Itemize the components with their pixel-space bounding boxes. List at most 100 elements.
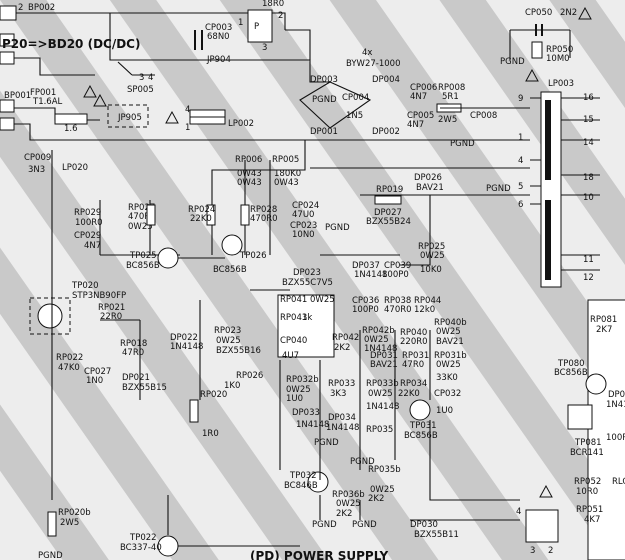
svg-text:TP022: TP022 [129, 533, 157, 543]
transformer-lp003: LP003 9 1 4 5 6 16 15 14 18 10 11 12 PGN… [486, 79, 600, 288]
svg-text:0W25: 0W25 [336, 499, 361, 509]
svg-text:100P0: 100P0 [352, 305, 379, 315]
svg-text:1N4148: 1N4148 [170, 342, 203, 352]
dp040-rp040: RP040 220R0 RP040b 0W25 BAV21 [400, 318, 467, 347]
rp027: RP027 470R0 0W25 [128, 203, 156, 232]
svg-text:1U0: 1U0 [436, 406, 453, 416]
svg-text:CP006: CP006 [410, 83, 437, 93]
rp026: RP020 1R0 [189, 390, 227, 439]
svg-text:4K7: 4K7 [584, 515, 600, 525]
svg-text:RP018: RP018 [120, 339, 147, 349]
svg-text:2W5: 2W5 [60, 518, 79, 528]
svg-text:100P0: 100P0 [382, 270, 409, 280]
cap-group-mid: CP006 4N7 CP005 4N7 RP008 5R1 2W5 CP008 … [407, 83, 497, 149]
svg-text:RP036b: RP036b [332, 490, 365, 500]
svg-text:11: 11 [583, 255, 594, 265]
svg-text:RP034: RP034 [400, 379, 427, 389]
svg-text:0W25: 0W25 [128, 222, 153, 232]
svg-text:RP081: RP081 [590, 315, 617, 325]
rp024: RP024 22K0 [188, 204, 216, 226]
svg-text:5: 5 [518, 182, 523, 192]
svg-text:1k: 1k [302, 313, 312, 323]
svg-text:3K3: 3K3 [330, 389, 346, 399]
svg-text:JP904: JP904 [206, 55, 231, 65]
rp029-cp029: RP029 100R0 CP029 4N7 [74, 208, 103, 251]
svg-text:STP3NB90FP: STP3NB90FP [72, 291, 126, 301]
svg-text:2W5: 2W5 [438, 115, 457, 125]
svg-text:3: 3 [139, 73, 144, 83]
svg-text:100R0: 100R0 [75, 218, 103, 228]
svg-text:1: 1 [185, 123, 190, 133]
svg-text:10K0: 10K0 [420, 265, 442, 275]
svg-text:BAV21: BAV21 [370, 360, 398, 370]
svg-text:0W25: 0W25 [420, 251, 445, 261]
svg-text:BC856B: BC856B [554, 368, 588, 378]
svg-text:47R0: 47R0 [122, 348, 144, 358]
svg-text:RP052: RP052 [574, 477, 601, 487]
page-title: (PD) POWER SUPPLY [250, 549, 389, 560]
rp023-dp043: RP023 0W25 BZX55B16 RP026 1K0 [214, 326, 263, 391]
svg-text:RLO: RLO [612, 477, 625, 487]
svg-text:DP026: DP026 [414, 173, 442, 183]
svg-text:2: 2 [548, 546, 553, 556]
svg-text:DP037: DP037 [352, 261, 380, 271]
svg-text:RP032b: RP032b [286, 375, 319, 385]
svg-text:18: 18 [583, 173, 594, 183]
svg-text:T1.6AL: T1.6AL [32, 97, 63, 107]
snubber-top-right: CP050 2N2 RP050 10M0 PGND [500, 6, 592, 82]
svg-text:DP002: DP002 [372, 127, 400, 137]
svg-text:RP042: RP042 [332, 333, 359, 343]
svg-text:6: 6 [518, 200, 523, 210]
svg-text:2K2: 2K2 [336, 509, 352, 519]
svg-text:CP004: CP004 [342, 93, 369, 103]
mosfet-tp020: TP020 STP3NB90FP [29, 281, 126, 335]
svg-text:2K7: 2K7 [596, 325, 612, 335]
svg-text:1N5: 1N5 [346, 111, 363, 121]
svg-text:1N4148: 1N4148 [326, 423, 359, 433]
svg-text:DP022: DP022 [170, 333, 198, 343]
svg-text:PGND: PGND [350, 457, 375, 467]
svg-text:RP021: RP021 [98, 303, 125, 313]
bp002-label: BP002 [28, 3, 55, 13]
svg-text:4N7: 4N7 [407, 120, 424, 130]
svg-text:22K0: 22K0 [398, 389, 420, 399]
svg-text:BCR141: BCR141 [570, 448, 604, 458]
svg-text:PGND: PGND [38, 551, 63, 560]
svg-text:DP027: DP027 [374, 208, 402, 218]
svg-text:0W43: 0W43 [237, 178, 262, 188]
svg-text:TP031: TP031 [409, 421, 437, 431]
svg-text:PGND: PGND [352, 520, 377, 530]
svg-text:RP043: RP043 [280, 313, 307, 323]
svg-text:PGND: PGND [500, 57, 525, 67]
svg-text:10N0: 10N0 [292, 230, 315, 240]
svg-text:0W25: 0W25 [368, 389, 393, 399]
svg-text:15: 15 [583, 115, 594, 125]
fuse-fp001: FP001 T1.6AL 1.6 [30, 84, 97, 134]
cap-cp003: CP003 68N0 JP904 [194, 23, 232, 65]
svg-text:BC856B: BC856B [404, 431, 438, 441]
rp019-dp026-dp027: RP019 DP026 BAV21 DP027 BZX55B24 RP025 0… [366, 173, 445, 275]
svg-text:PGND: PGND [450, 139, 475, 149]
rp037-dp037: DP037 1N4148 CP039 100P0 CP036 100P0 RP0… [352, 261, 441, 315]
svg-text:47K0: 47K0 [58, 363, 80, 373]
tp022: TP022 BC337-40 [120, 533, 179, 557]
svg-text:RP044: RP044 [414, 296, 441, 306]
rp020: RP020b 2W5 PGND [38, 508, 91, 560]
rp018-dp021: RP018 47R0 DP021 BZX55B15 [120, 339, 167, 393]
svg-text:10: 10 [583, 193, 594, 203]
svg-text:RP051: RP051 [576, 505, 603, 515]
svg-text:1N4148: 1N4148 [364, 344, 397, 354]
svg-text:180K0: 180K0 [274, 169, 301, 179]
cp032-dp033-dp034: DP033 1N4148 DP034 1N4148 RP035 PGND PGN… [292, 408, 393, 467]
connector-pin-2: 2 [18, 3, 23, 13]
svg-text:CP036: CP036 [352, 296, 379, 306]
svg-text:DP021: DP021 [122, 373, 150, 383]
svg-text:470R0: 470R0 [250, 214, 278, 224]
svg-text:0W43: 0W43 [237, 169, 262, 179]
transistor-tp026: TP026 BC856B [213, 234, 267, 275]
svg-text:CP008: CP008 [470, 111, 497, 121]
svg-text:0W25: 0W25 [216, 336, 241, 346]
svg-text:0W43: 0W43 [274, 178, 299, 188]
tp032: TP032 BC846B [284, 471, 329, 493]
